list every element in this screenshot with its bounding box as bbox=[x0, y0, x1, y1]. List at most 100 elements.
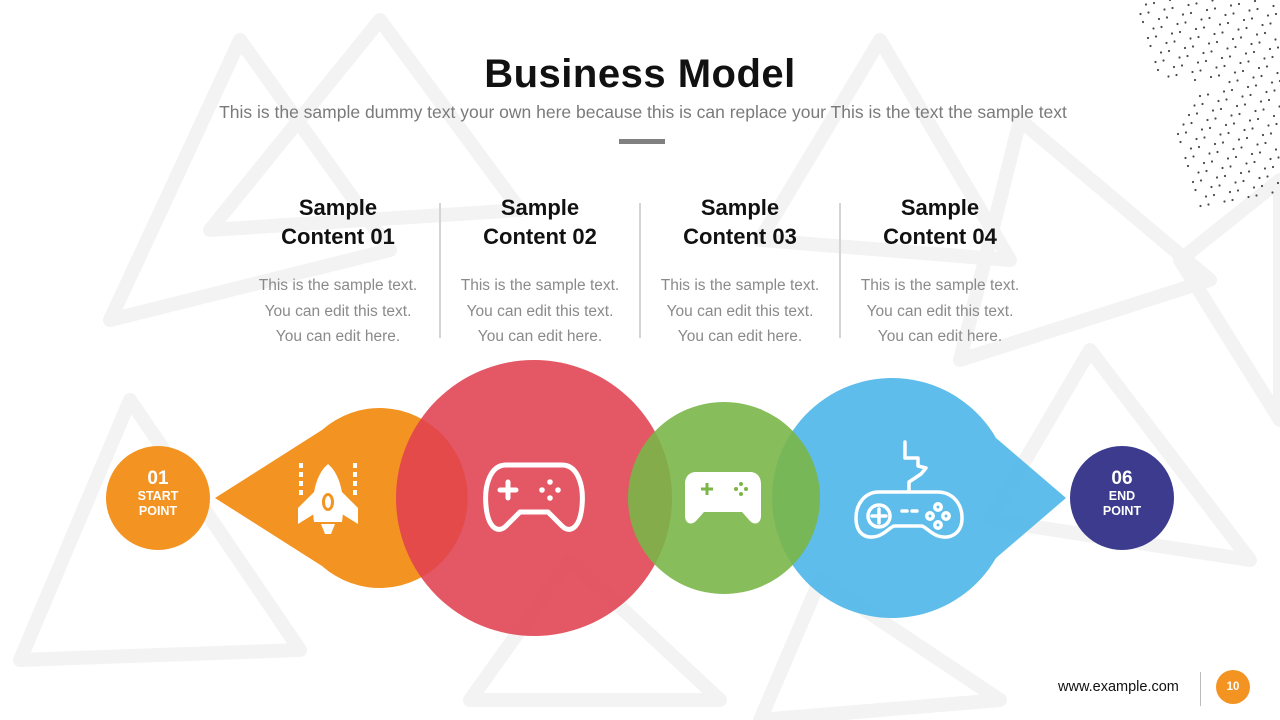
decor-dot bbox=[1191, 70, 1194, 74]
decor-dot bbox=[1215, 40, 1219, 44]
decor-dot bbox=[1263, 31, 1267, 35]
decor-dot bbox=[1201, 102, 1204, 106]
decor-dot bbox=[1226, 47, 1229, 50]
decor-dot bbox=[1248, 9, 1251, 12]
decor-dot bbox=[1204, 59, 1208, 63]
decor-dot bbox=[1271, 191, 1274, 194]
decor-dot bbox=[1218, 23, 1222, 26]
decor-dot bbox=[1182, 123, 1185, 126]
decor-dot bbox=[1263, 167, 1267, 170]
decor-dot bbox=[1208, 152, 1211, 155]
decor-dot bbox=[1173, 40, 1176, 43]
start-point-badge: 01 START POINT bbox=[106, 446, 210, 550]
decor-dot bbox=[1263, 57, 1266, 60]
decor-dot bbox=[1241, 95, 1244, 98]
decor-dot bbox=[1242, 18, 1246, 22]
decor-dot bbox=[1243, 128, 1246, 132]
decor-dot bbox=[1223, 64, 1226, 68]
decor-dot bbox=[1274, 38, 1277, 41]
decor-dot bbox=[1184, 131, 1188, 134]
decor-dot bbox=[1255, 33, 1259, 36]
decor-dot bbox=[1252, 50, 1256, 54]
decor-dot bbox=[1245, 162, 1248, 165]
decor-dot bbox=[1171, 6, 1174, 10]
slide-title: Business Model bbox=[484, 52, 796, 96]
decor-dot bbox=[1178, 30, 1182, 34]
decor-dot bbox=[1274, 12, 1278, 16]
decor-dot bbox=[1208, 16, 1211, 20]
decor-dot bbox=[1275, 122, 1278, 126]
decor-dot bbox=[1175, 73, 1178, 77]
decor-dot bbox=[1186, 54, 1189, 58]
decor-dot bbox=[1257, 66, 1261, 70]
decor-dot bbox=[1232, 147, 1235, 151]
decor-dot bbox=[1277, 156, 1280, 159]
handheld-controller-icon bbox=[685, 472, 761, 524]
decor-dot bbox=[1273, 89, 1276, 92]
decor-dot bbox=[1141, 20, 1145, 24]
decor-dot bbox=[1213, 32, 1216, 36]
decor-dot bbox=[1252, 76, 1255, 79]
decor-dot bbox=[1225, 98, 1228, 101]
decor-dot bbox=[1144, 3, 1148, 6]
decor-dot bbox=[1210, 160, 1214, 163]
decor-dot bbox=[1178, 56, 1181, 59]
decor-dot bbox=[1267, 98, 1271, 102]
decor-dot bbox=[1200, 18, 1203, 21]
decor-dot bbox=[1269, 132, 1273, 135]
decor-dot bbox=[1168, 0, 1172, 2]
decor-dot bbox=[1272, 114, 1276, 118]
decor-dot bbox=[1261, 133, 1265, 137]
decor-dot bbox=[1271, 55, 1274, 59]
decor-dot bbox=[1189, 37, 1192, 40]
gamepad-outline-icon bbox=[483, 462, 585, 532]
decor-dot bbox=[1260, 184, 1264, 188]
decor-dot bbox=[1274, 148, 1278, 151]
decor-dot bbox=[1193, 104, 1196, 107]
decor-dot bbox=[1205, 169, 1208, 173]
decor-dot bbox=[1238, 112, 1241, 116]
decor-dot bbox=[1190, 121, 1193, 125]
end-point-label: END bbox=[1108, 489, 1136, 503]
decor-dot bbox=[1209, 75, 1213, 79]
decor-dot bbox=[1250, 152, 1254, 156]
decor-dot bbox=[1264, 141, 1267, 145]
decor-dot bbox=[1258, 176, 1261, 180]
column-heading: Sample Content 03 bbox=[683, 195, 797, 249]
decor-dot bbox=[1176, 132, 1180, 136]
decor-dot bbox=[1203, 136, 1206, 139]
decor-dot bbox=[1246, 85, 1250, 89]
decor-dot bbox=[1147, 11, 1150, 14]
decor-dot bbox=[1254, 109, 1257, 113]
decor-dot bbox=[1162, 59, 1165, 62]
stage-4-shape bbox=[772, 377, 1066, 618]
decor-dot bbox=[1206, 93, 1210, 96]
column-heading: Sample Content 02 bbox=[483, 195, 597, 249]
decor-dot bbox=[1202, 26, 1206, 29]
decor-dot bbox=[1160, 25, 1163, 29]
decor-dot bbox=[1250, 17, 1254, 20]
decor-dot bbox=[1192, 155, 1195, 158]
decor-dot bbox=[1241, 69, 1245, 73]
decor-dot bbox=[1219, 107, 1223, 111]
decor-dot bbox=[1189, 11, 1193, 15]
column-divider bbox=[639, 203, 641, 338]
decor-dot bbox=[1228, 55, 1232, 58]
decor-dot bbox=[1212, 193, 1216, 197]
decor-dot bbox=[1220, 56, 1224, 60]
decor-dot bbox=[1179, 140, 1182, 144]
decor-dot bbox=[1186, 164, 1190, 168]
decor-dot bbox=[1253, 160, 1256, 164]
decor-dot bbox=[1195, 137, 1198, 141]
footer-divider bbox=[1200, 672, 1201, 706]
decor-dot bbox=[1184, 156, 1187, 160]
end-point-number: 06 bbox=[1111, 468, 1133, 489]
decor-dot bbox=[1231, 37, 1235, 41]
decor-dot bbox=[1252, 186, 1256, 189]
column-heading: Sample Content 01 bbox=[281, 195, 395, 249]
decor-dot bbox=[1199, 204, 1202, 208]
rocket-icon bbox=[298, 463, 358, 534]
decor-dot bbox=[1189, 147, 1193, 150]
decor-dot bbox=[1170, 32, 1174, 35]
